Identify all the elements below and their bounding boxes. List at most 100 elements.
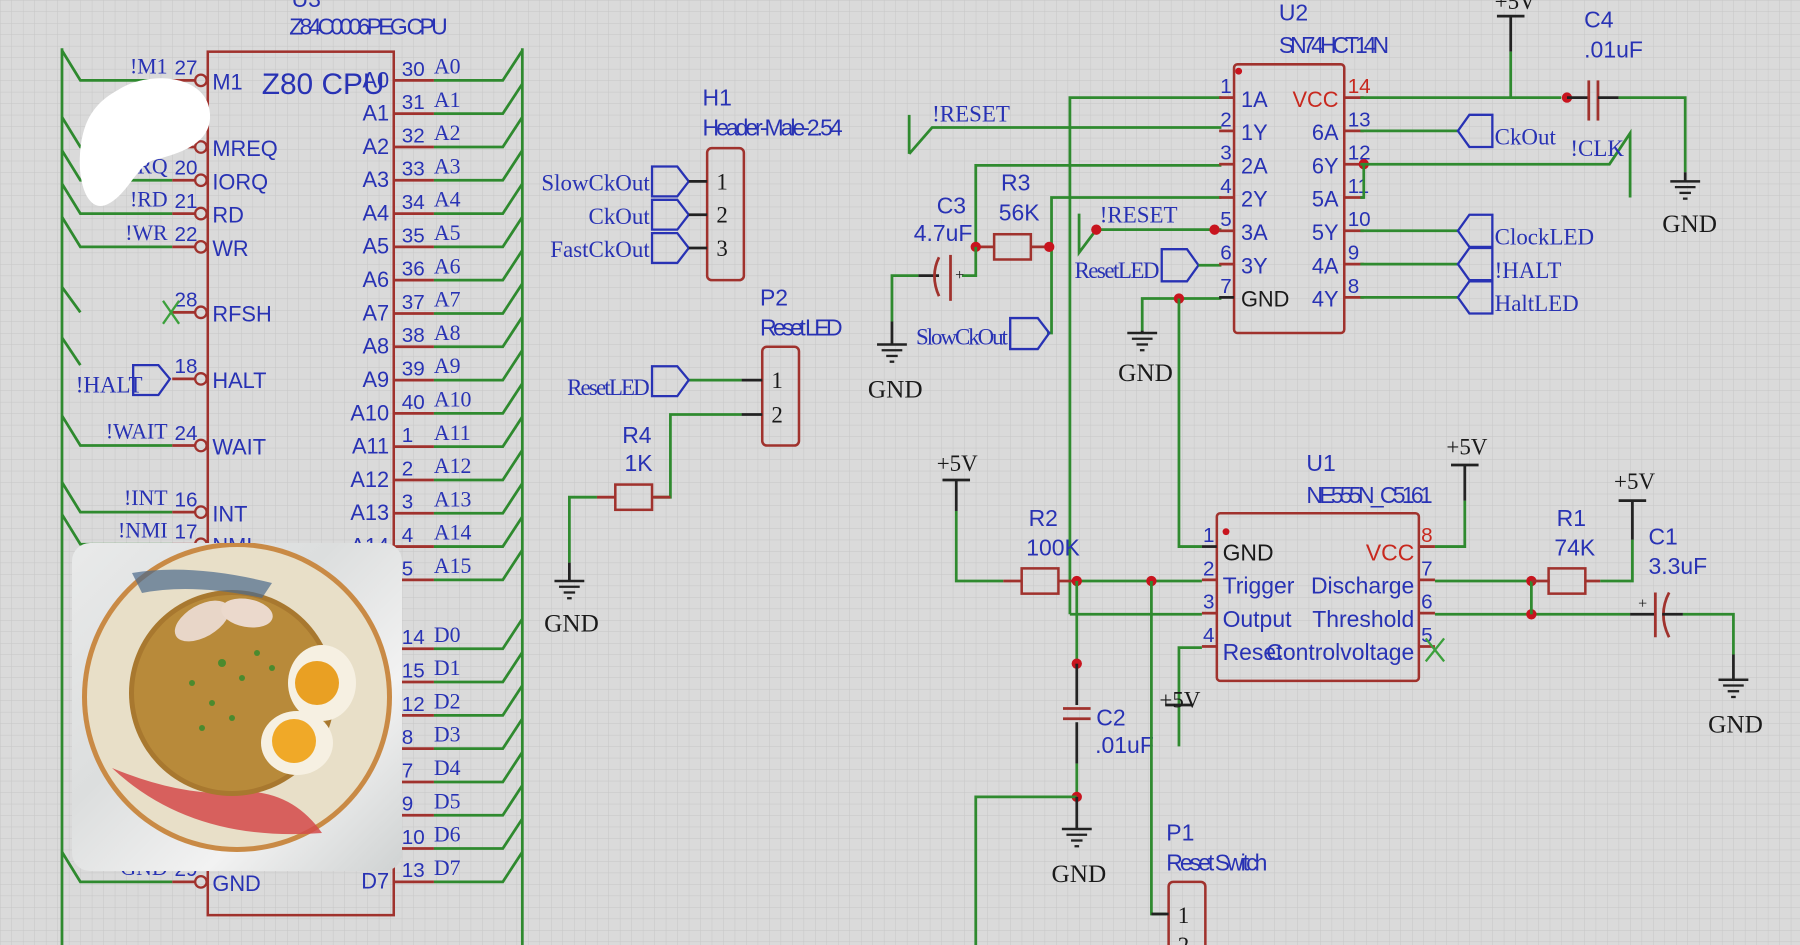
pin-number: 2 <box>1203 557 1214 580</box>
pin-number: 32 <box>402 124 425 147</box>
pin-number: 13 <box>402 859 425 882</box>
pin-number: 18 <box>174 355 197 378</box>
u2-left-pin[interactable]: 11A <box>1219 75 1268 112</box>
c3-ref: C3 <box>937 193 966 219</box>
r2-ref: R2 <box>1029 505 1058 531</box>
pin-name: HALT <box>212 368 266 393</box>
header-h1[interactable]: H1 Header-Male-2.54 1SlowCkOut2CkOut3Fas… <box>541 85 843 282</box>
net-flag-clockled <box>1456 213 1494 249</box>
p1-part: Reset Switch <box>1166 849 1267 875</box>
gnd-symbol <box>877 343 907 363</box>
net-flag-haltled <box>1456 280 1494 315</box>
gnd-label: GND <box>1662 210 1717 238</box>
net-label: CkOut <box>589 204 651 229</box>
p2-pin1: 1 <box>771 368 782 393</box>
pin-number: 3 <box>402 491 413 514</box>
pin-number: 31 <box>402 91 425 114</box>
u2-left-pin[interactable]: 32A <box>1219 142 1268 179</box>
pin-number: 14 <box>402 626 425 649</box>
u2-left-pin[interactable]: 42Y <box>1219 175 1268 212</box>
net-label: D7 <box>434 856 461 880</box>
pin-name: A3 <box>362 167 389 192</box>
pin-name: A1 <box>362 101 389 126</box>
white-blob-overlay <box>79 78 210 206</box>
h1-ref: H1 <box>703 85 732 111</box>
cpu-title: Z80 CPU <box>262 68 385 101</box>
u2-left-pin[interactable]: 21Y <box>1219 108 1268 145</box>
pin-number: 8 <box>402 726 413 749</box>
ic-u2[interactable]: U2 SN74HCT14N 11A21Y32A42Y53A63Y7GND14VC… <box>1219 0 1717 335</box>
pin-number: 5 <box>402 557 413 580</box>
pin-number: 2 <box>716 203 727 228</box>
clk-net-label: !CLK <box>1570 136 1624 161</box>
u1-ref: U1 <box>1306 450 1335 476</box>
u2-left-pin[interactable]: 53A <box>1219 208 1268 245</box>
pin-number: 7 <box>1220 275 1231 298</box>
header-p2[interactable]: P2 Reset LED 1 2 ResetLED R4 1K GND <box>544 284 842 637</box>
net-label: A15 <box>434 554 472 578</box>
pin-name: INT <box>212 501 247 526</box>
ramen-photo-overlay[interactable] <box>72 543 402 871</box>
net-label: A1 <box>434 88 461 112</box>
net-label: SlowCkOut <box>541 171 650 196</box>
p2-ref: P2 <box>760 284 788 310</box>
cpu-right-pin[interactable]: A1 31 A1 <box>362 83 524 126</box>
u2-right-pin[interactable]: 94A <box>1312 241 1364 278</box>
pin-name: GND <box>1241 287 1289 312</box>
net-label: A5 <box>434 221 461 245</box>
pin-name: A0 <box>362 67 389 92</box>
pin-number: 1 <box>1203 524 1214 547</box>
r1-value: 74K <box>1554 535 1596 561</box>
pin-name: A12 <box>350 467 389 492</box>
pin-number: 8 <box>1421 524 1432 547</box>
p2-part: Reset LED <box>760 314 843 340</box>
pin-number: 24 <box>174 422 197 445</box>
slow-clock-circuit[interactable]: !RESET C3 4.7uF R3 56K + GND SlowCkOut !… <box>868 96 1222 615</box>
pin-name: A9 <box>362 367 389 392</box>
h1-pin[interactable]: 2 CkOut <box>589 198 728 231</box>
pin-name: A7 <box>362 300 389 325</box>
vcc-label: +5V <box>1159 687 1200 712</box>
header-p1[interactable]: P1 Reset Switch 1 2 <box>1151 820 1267 945</box>
u2-left-pin[interactable]: 63Y <box>1219 241 1268 278</box>
cpu-part: Z84C0006PEG CPU <box>289 13 447 39</box>
ic-u1[interactable]: U1 NE555N_C5161 1GND2Trigger3Output4Rese… <box>937 435 1763 945</box>
net-flag-slowckout <box>1009 316 1051 351</box>
